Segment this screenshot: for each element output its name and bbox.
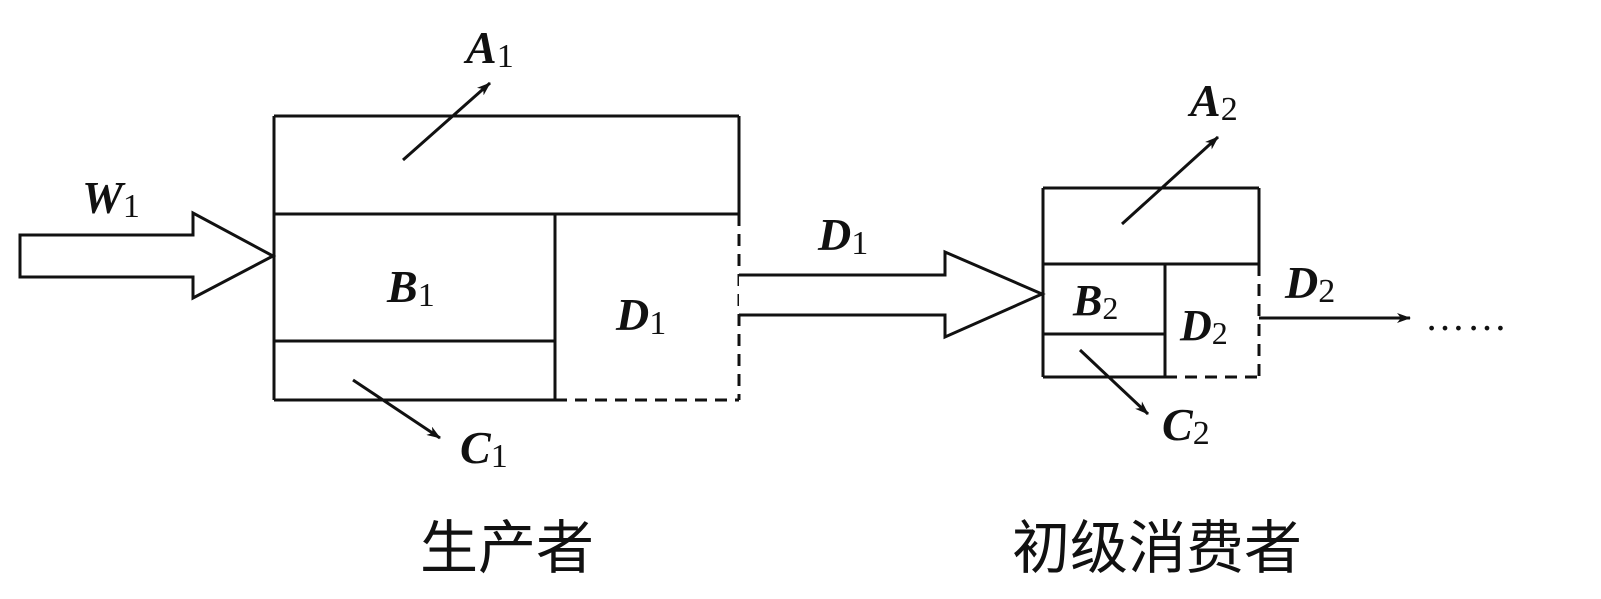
consumer-c2-label: C2 bbox=[1162, 399, 1210, 452]
consumer-a2-label: A2 bbox=[1187, 75, 1238, 128]
transfer-d1-label: D1 bbox=[817, 209, 868, 262]
producer-decomposer-arrow bbox=[352, 378, 441, 440]
consumer-respiration-arrow bbox=[1120, 135, 1220, 226]
input-w1-label: W1 bbox=[82, 172, 140, 225]
producer-caption: 生产者 bbox=[420, 514, 594, 582]
outflow-d2-label: D2 bbox=[1284, 257, 1335, 310]
consumer-decomposer-arrow bbox=[1078, 348, 1150, 416]
producer-respiration-arrow bbox=[402, 81, 491, 162]
consumer-box bbox=[1041, 186, 1261, 379]
producer-c1-label: C1 bbox=[460, 422, 508, 475]
producer-d1-label: D1 bbox=[615, 289, 666, 342]
consumer-d2-label: D2 bbox=[1179, 301, 1228, 351]
continuation-ellipsis: …… bbox=[1425, 294, 1509, 339]
producer-a1-label: A1 bbox=[463, 22, 514, 75]
consumer-b2-label: B2 bbox=[1072, 276, 1118, 326]
consumer-caption: 初级消费者 bbox=[1012, 514, 1302, 582]
producer-b1-label: B1 bbox=[386, 261, 435, 314]
input-energy-arrow bbox=[18, 210, 277, 301]
transfer-energy-arrow bbox=[739, 249, 1046, 340]
producer-box bbox=[272, 114, 741, 402]
